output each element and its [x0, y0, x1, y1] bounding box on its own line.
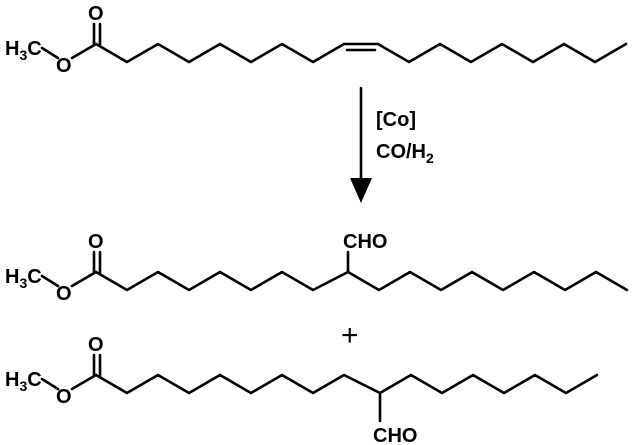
plus-sign: +: [341, 319, 359, 352]
reagent-label: CO/H2: [376, 141, 434, 166]
carbonyl-oxygen-label: O: [88, 231, 104, 253]
carbonyl-double-bond: [92, 353, 102, 378]
methyl-group-label: H3C: [5, 369, 42, 394]
ester-oxygen-label: O: [56, 386, 72, 408]
molecule-product-9-formyl: H3C O O CHO: [5, 231, 629, 305]
carbonyl-double-bond: [92, 22, 102, 47]
methyl-group-label: H3C: [5, 38, 42, 63]
carbonyl-oxygen-label: O: [88, 334, 104, 356]
fatty-chain: [94, 373, 599, 395]
aldehyde-label: CHO: [373, 425, 417, 445]
ester-oxygen-label: O: [56, 283, 72, 305]
methyl-group-label: H3C: [5, 266, 42, 291]
molecule-product-10-formyl: H3C O O CHO: [5, 334, 599, 445]
fatty-chain: [94, 42, 628, 64]
ester-oxygen-label: O: [56, 55, 72, 77]
aldehyde-label: CHO: [343, 231, 387, 253]
reaction-arrow: [350, 86, 372, 203]
arrow-head: [350, 178, 372, 203]
molecule-methyl-oleate: H3C O O: [5, 3, 628, 77]
ester-bonds: [40, 42, 98, 60]
carbonyl-oxygen-label: O: [88, 3, 104, 25]
carbonyl-double-bond: [92, 250, 102, 275]
catalyst-label: [Co]: [376, 109, 416, 131]
ester-bonds: [40, 270, 98, 288]
fatty-chain: [94, 270, 629, 292]
ester-bonds: [40, 373, 98, 391]
